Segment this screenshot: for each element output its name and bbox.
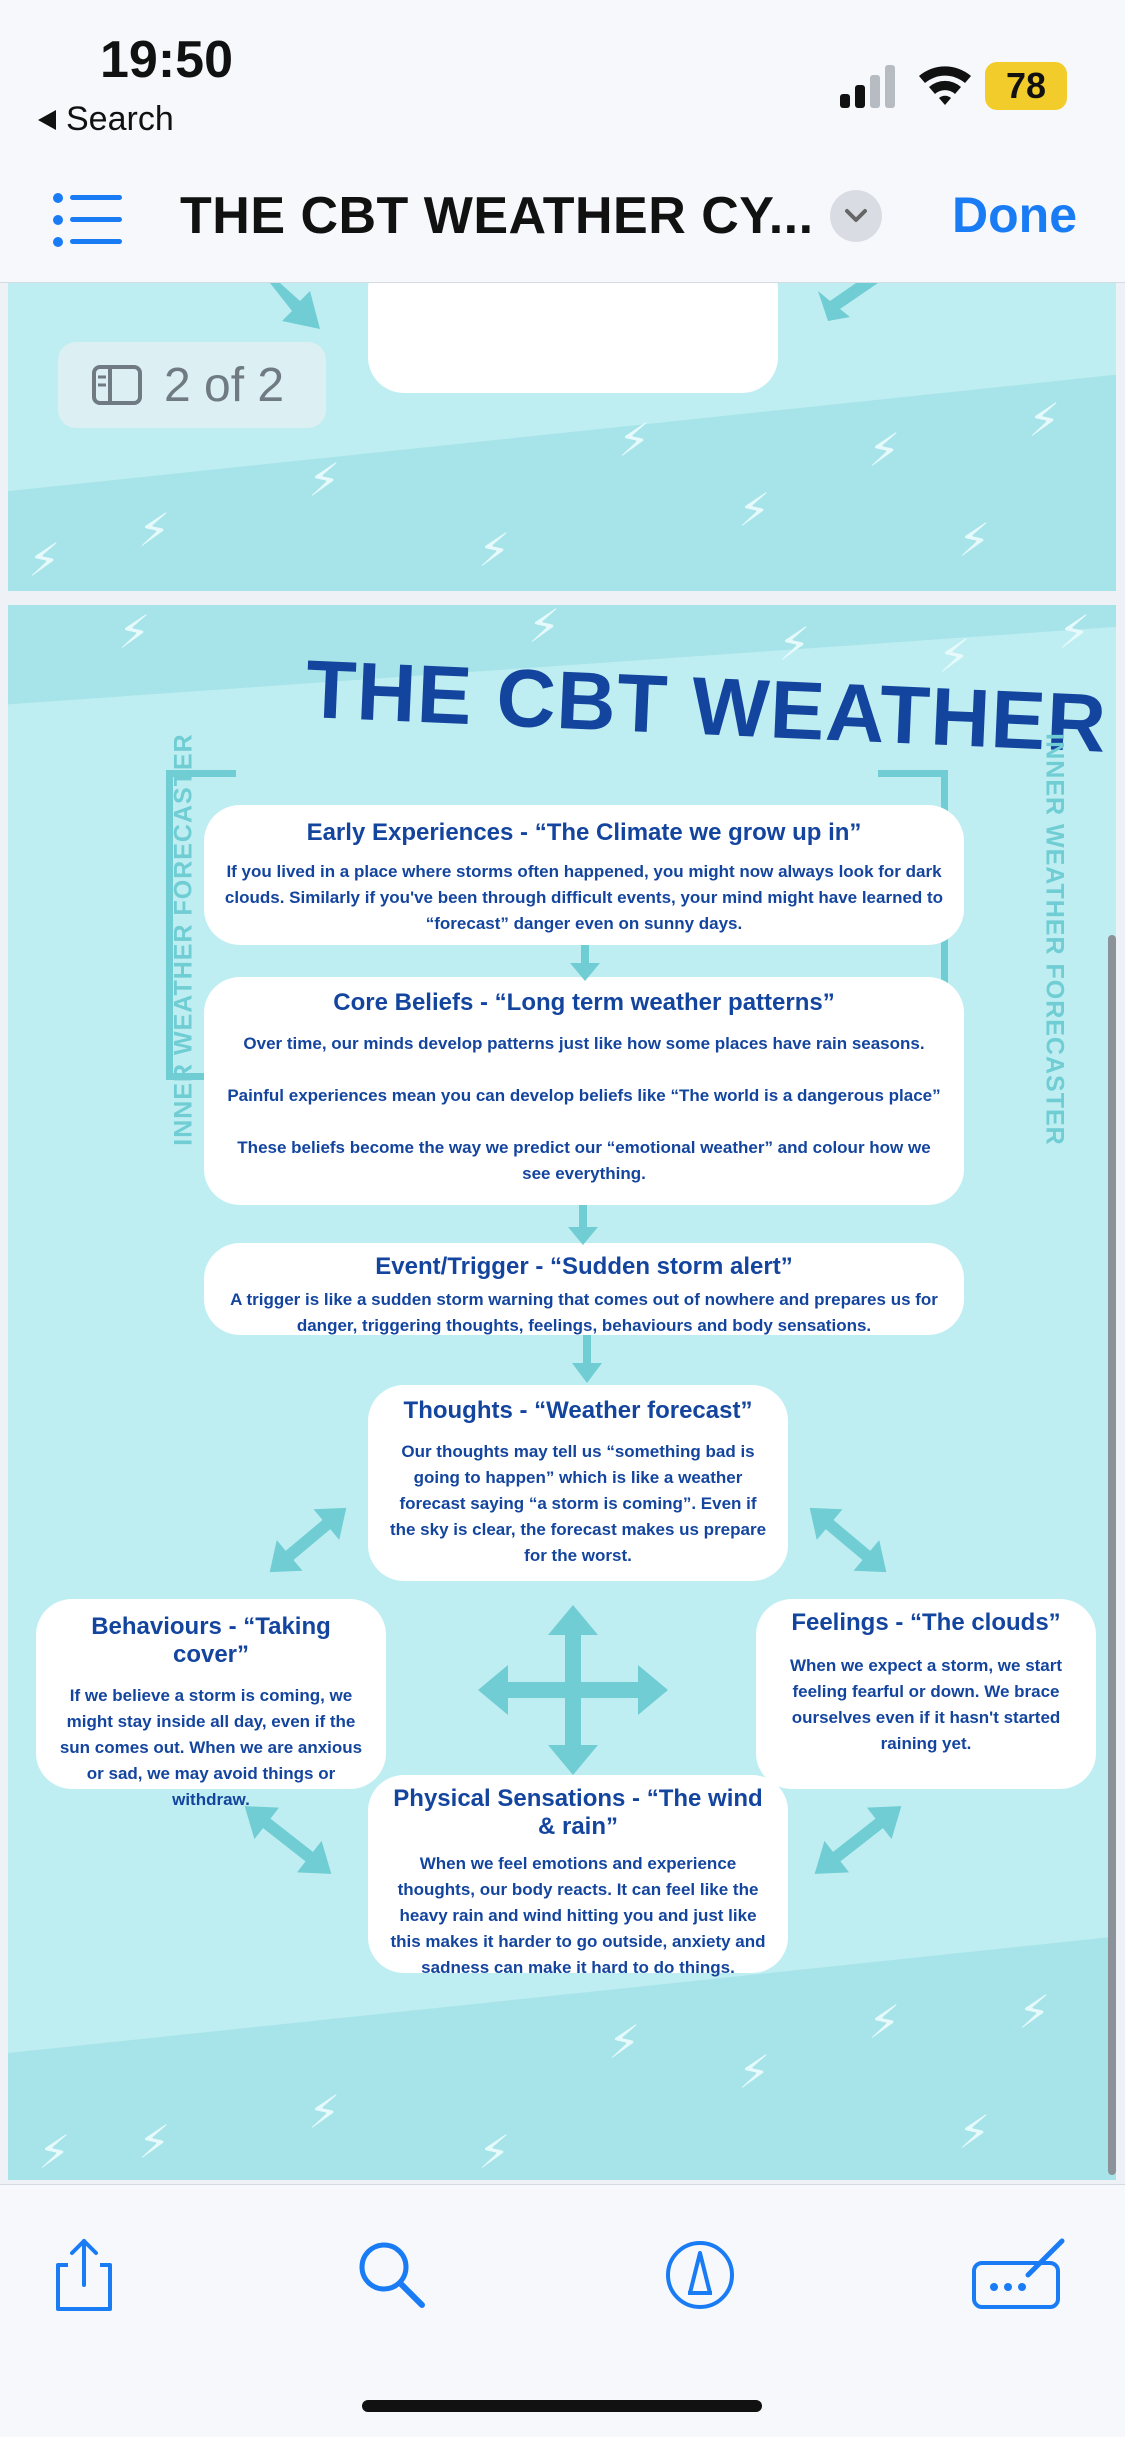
scrollbar[interactable] xyxy=(1108,935,1116,2175)
card-feelings: Feelings - “The clouds” When we expect a… xyxy=(756,1599,1096,1789)
poster-title: THE CBT WEATHER CYCLE xyxy=(303,643,1116,783)
card-body: Our thoughts may tell us “something bad … xyxy=(389,1442,767,1565)
page-indicator[interactable]: 2 of 2 xyxy=(58,342,326,428)
lightning-icon: ⚡︎ xyxy=(1018,1985,1051,2039)
arrow-icon xyxy=(818,283,878,321)
card-body: Over time, our minds develop patterns ju… xyxy=(243,1034,925,1053)
done-button[interactable]: Done xyxy=(952,187,1077,243)
card-body: If you lived in a place where storms oft… xyxy=(224,862,944,933)
status-time: 19:50 xyxy=(100,31,233,89)
lightning-icon: ⚡︎ xyxy=(138,503,171,557)
lightning-icon: ⚡︎ xyxy=(1058,605,1091,659)
document-title: THE CBT WEATHER CY... xyxy=(180,187,814,245)
lightning-icon: ⚡︎ xyxy=(478,2125,511,2179)
markup-pen-icon[interactable] xyxy=(660,2235,740,2315)
home-indicator xyxy=(362,2400,762,2412)
card-early-experiences: Early Experiences - “The Climate we grow… xyxy=(204,805,964,945)
card-body: These beliefs become the way we predict … xyxy=(237,1138,931,1183)
arrow-icon xyxy=(245,283,320,329)
bottom-toolbar xyxy=(0,2184,1125,2437)
card-heading: Core Beliefs - “Long term weather patter… xyxy=(333,989,835,1016)
lightning-icon: ⚡︎ xyxy=(138,2115,171,2169)
card-event-trigger: Event/Trigger - “Sudden storm alert” A t… xyxy=(204,1243,964,1335)
left-bracket xyxy=(166,770,236,1080)
card-behaviours: Behaviours - “Taking cover” If we believ… xyxy=(36,1599,386,1809)
list-icon[interactable] xyxy=(52,192,124,248)
card-heading: Event/Trigger - “Sudden storm alert” xyxy=(375,1253,793,1280)
card-physical-sensations: Physical Sensations - “The wind & rain” … xyxy=(368,1775,788,1977)
card-heading: Thoughts - “Weather forecast” xyxy=(403,1397,753,1424)
lightning-icon: ⚡︎ xyxy=(478,523,511,577)
card-heading: Feelings - “The clouds” xyxy=(791,1609,1061,1636)
lightning-icon: ⚡︎ xyxy=(958,2105,991,2159)
document-viewer[interactable]: ⚡︎ ⚡︎ ⚡︎ ⚡︎ ⚡︎ ⚡︎ ⚡︎ ⚡︎ ⚡︎ ⚡︎ ⚡︎ ⚡︎ ⚡︎ ⚡… xyxy=(0,283,1125,2183)
share-icon[interactable] xyxy=(44,2235,124,2315)
form-fill-icon[interactable] xyxy=(970,2235,1070,2315)
lightning-icon: ⚡︎ xyxy=(868,1995,901,2049)
arrow-down-icon xyxy=(568,1205,598,1245)
back-label: Search xyxy=(66,100,174,138)
card-body: If we believe a storm is coming, we migh… xyxy=(59,1686,363,1809)
sidebar-icon xyxy=(92,365,142,405)
card-body: When we feel emotions and experience tho… xyxy=(390,1854,766,1977)
card-heading: Physical Sensations - “The wind & rain” xyxy=(393,1785,763,1840)
four-way-arrow-icon xyxy=(478,1605,668,1775)
wifi-icon xyxy=(919,66,971,105)
card-heading: Behaviours - “Taking cover” xyxy=(91,1613,331,1668)
pdf-page-1: ⚡︎ ⚡︎ ⚡︎ ⚡︎ ⚡︎ ⚡︎ ⚡︎ ⚡︎ ⚡︎ xyxy=(8,283,1116,591)
navigation-bar xyxy=(0,170,1125,283)
side-label-right: INNER WEATHER FORECASTER xyxy=(1040,733,1069,1146)
lightning-icon: ⚡︎ xyxy=(618,413,651,467)
card-heading: Early Experiences - “The Climate we grow… xyxy=(306,819,862,846)
lightning-icon: ⚡︎ xyxy=(958,513,991,567)
lightning-icon: ⚡︎ xyxy=(28,533,61,587)
card-body: Painful experiences mean you can develop… xyxy=(227,1086,941,1105)
back-triangle-icon xyxy=(38,109,56,130)
page1-white-card xyxy=(368,283,778,393)
battery-indicator: 78 xyxy=(985,62,1067,110)
lightning-icon: ⚡︎ xyxy=(38,2125,71,2179)
cellular-signal-icon xyxy=(840,65,895,108)
lightning-icon: ⚡︎ xyxy=(938,629,971,683)
card-thoughts: Thoughts - “Weather forecast” Our though… xyxy=(368,1385,788,1581)
double-arrow-icon xyxy=(269,1507,347,1573)
lightning-icon: ⚡︎ xyxy=(308,2085,341,2139)
lightning-icon: ⚡︎ xyxy=(118,605,151,659)
double-arrow-icon xyxy=(814,1806,902,1874)
card-body: A trigger is like a sudden storm warning… xyxy=(230,1290,938,1335)
lightning-icon: ⚡︎ xyxy=(778,617,811,671)
chevron-down-icon xyxy=(845,209,867,222)
card-body: When we expect a storm, we start feeling… xyxy=(789,1656,1063,1753)
lightning-icon: ⚡︎ xyxy=(308,453,341,507)
lightning-icon: ⚡︎ xyxy=(608,2015,641,2069)
search-icon[interactable] xyxy=(352,2235,432,2315)
side-label-left: INNER WEATHER FORECASTER xyxy=(169,733,198,1146)
back-to-search-button[interactable]: Search xyxy=(36,100,174,139)
lightning-icon: ⚡︎ xyxy=(868,423,901,477)
lightning-icon: ⚡︎ xyxy=(738,483,771,537)
lightning-icon: ⚡︎ xyxy=(738,2045,771,2099)
lightning-icon: ⚡︎ xyxy=(528,605,561,653)
title-menu-button[interactable] xyxy=(830,190,882,242)
page-indicator-label: 2 of 2 xyxy=(164,358,285,412)
arrow-down-icon xyxy=(572,1335,602,1383)
lightning-icon: ⚡︎ xyxy=(1028,393,1061,447)
arrow-down-icon xyxy=(570,945,600,981)
double-arrow-icon xyxy=(244,1806,332,1874)
pdf-page-2: ⚡︎ ⚡︎ ⚡︎ ⚡︎ ⚡︎ ⚡︎ ⚡︎ ⚡︎ ⚡︎ ⚡︎ ⚡︎ ⚡︎ ⚡︎ ⚡… xyxy=(8,605,1116,2180)
double-arrow-icon xyxy=(809,1507,887,1573)
card-core-beliefs: Core Beliefs - “Long term weather patter… xyxy=(204,977,964,1205)
